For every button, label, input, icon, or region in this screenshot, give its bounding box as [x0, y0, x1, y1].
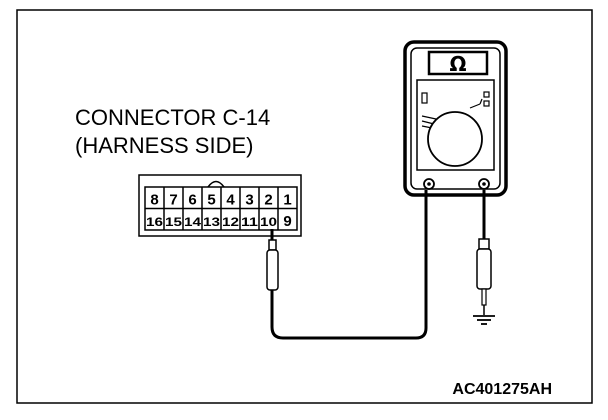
ground-probe-collar — [478, 238, 490, 250]
connector-title: CONNECTOR C-14 — [75, 105, 270, 130]
ground-probe-tip — [481, 288, 487, 306]
pin-9: 9 — [283, 213, 291, 230]
connector-probe-handle — [266, 249, 279, 291]
pin-4: 4 — [226, 192, 235, 209]
ground-probe-handle — [476, 248, 492, 290]
connector-probe-tip — [270, 229, 274, 242]
meter-right-indicator-bottom — [483, 100, 490, 107]
pin-8: 8 — [150, 192, 158, 209]
test-lead-connector-side — [270, 190, 428, 340]
meter-display — [427, 50, 489, 76]
ground-symbol-icon — [473, 315, 495, 325]
meter-com-terminal-center — [427, 182, 431, 186]
pin-14: 14 — [184, 215, 201, 229]
meter-right-indicator-top — [483, 91, 490, 98]
connector-probe-collar — [268, 239, 277, 251]
meter-inner-case — [410, 47, 501, 190]
ohm-symbol: Ω — [449, 52, 466, 76]
pin-3: 3 — [245, 192, 253, 209]
pin-6: 6 — [188, 192, 196, 209]
pin-15: 15 — [165, 215, 182, 229]
meter-rotary-dial — [427, 111, 483, 167]
meter-ohm-terminal-center — [482, 182, 486, 186]
pin-16: 16 — [146, 215, 163, 229]
pin-11: 11 — [241, 215, 258, 229]
pin-2: 2 — [264, 192, 272, 209]
connector-subtitle: (HARNESS SIDE) — [75, 133, 253, 158]
pin-10: 10 — [260, 215, 277, 229]
figure-code: AC401275AH — [452, 381, 552, 398]
pin-1: 1 — [283, 192, 291, 209]
test-lead-ground-side — [476, 190, 492, 315]
pin-5: 5 — [207, 192, 215, 209]
ohmmeter: Ω — [403, 40, 508, 197]
meter-left-indicator — [421, 92, 428, 104]
pin-13: 13 — [203, 215, 220, 229]
pin-7: 7 — [169, 192, 177, 209]
connector-latch — [207, 180, 225, 188]
pin-12: 12 — [222, 215, 239, 229]
